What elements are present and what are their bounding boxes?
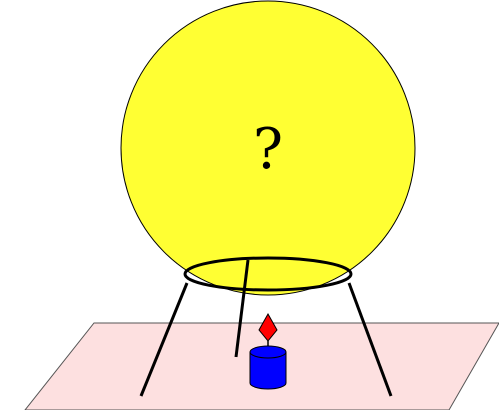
candle-body (250, 346, 286, 389)
balloon-question-mark: ? (253, 117, 283, 182)
